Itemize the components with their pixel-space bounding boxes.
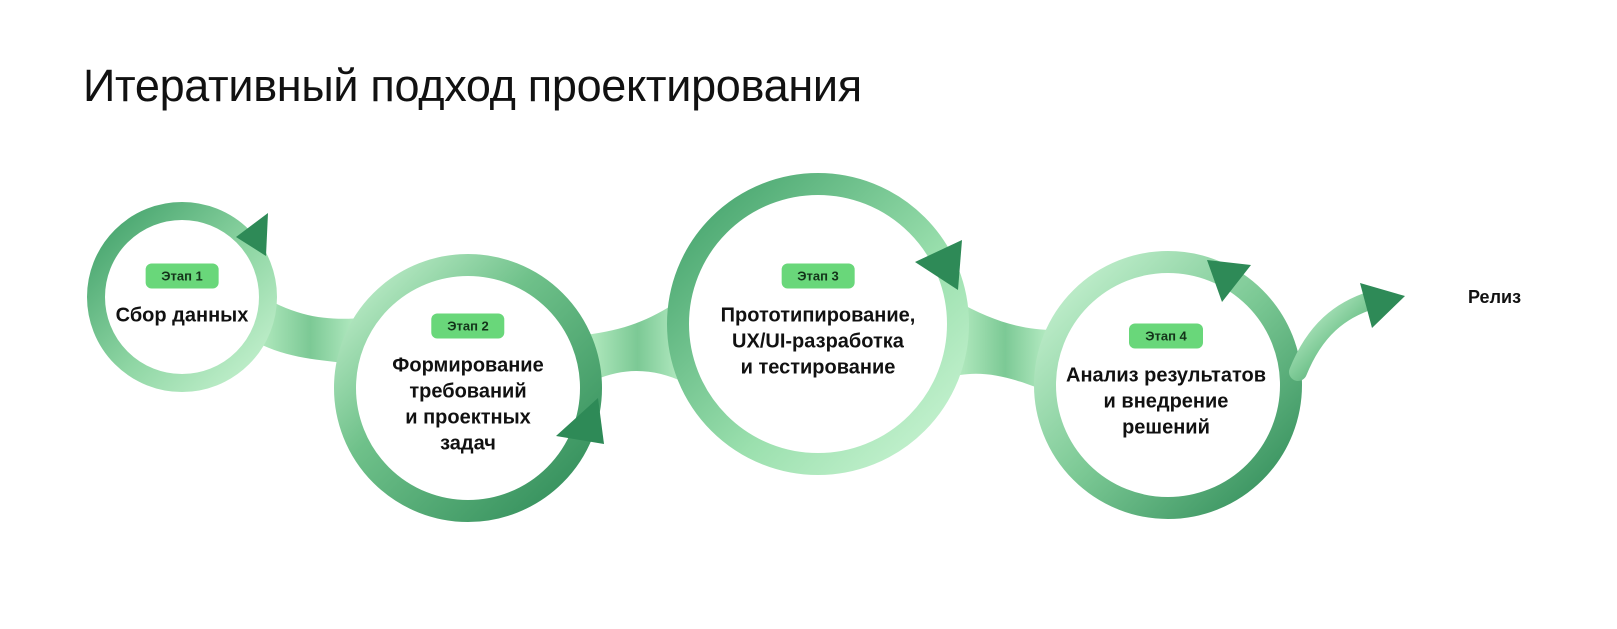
stage-1-label: Сбор данных (115, 304, 249, 327)
connector-2-3 (585, 300, 690, 385)
stage-3-badge: Этап 3 (781, 263, 855, 289)
stage-4-arrowhead-icon (1207, 260, 1251, 302)
stage-3-card: Этап 3 Прототипирование, UX/UI-разработк… (720, 263, 916, 381)
stage-1-card: Этап 1 Сбор данных (115, 263, 249, 329)
connector-3-4 (955, 300, 1055, 395)
stage-2-badge: Этап 2 (431, 313, 505, 339)
release-arrowhead-icon (1360, 283, 1405, 328)
stage-3-label: Прототипирование, UX/UI-разработка и тес… (720, 304, 916, 379)
stage-2-label: Формирование требований и проектных зада… (392, 354, 544, 455)
stage-3-arrowhead-icon (915, 240, 962, 290)
stage-2-ring (334, 254, 602, 522)
stage-1-badge: Этап 1 (145, 263, 219, 289)
stage-1-ring (87, 202, 277, 392)
stage-2-card: Этап 2 Формирование требований и проектн… (392, 313, 544, 457)
stage-1-arrowhead-icon (236, 213, 268, 256)
stage-4-ring (1034, 251, 1302, 519)
stage-4-label: Анализ результатов и внедрение решений (1066, 364, 1266, 439)
connector-1-2 (255, 292, 365, 365)
stage-3-ring (667, 173, 969, 475)
release-arrow-curve (1289, 291, 1381, 381)
release-label: Релиз (1468, 287, 1522, 307)
page-title: Итеративный подход проектирования (83, 60, 862, 111)
stage-4-badge: Этап 4 (1129, 323, 1203, 349)
stage-2-arrowhead-icon (556, 398, 604, 444)
stage-4-card: Этап 4 Анализ результатов и внедрение ре… (1066, 323, 1266, 441)
